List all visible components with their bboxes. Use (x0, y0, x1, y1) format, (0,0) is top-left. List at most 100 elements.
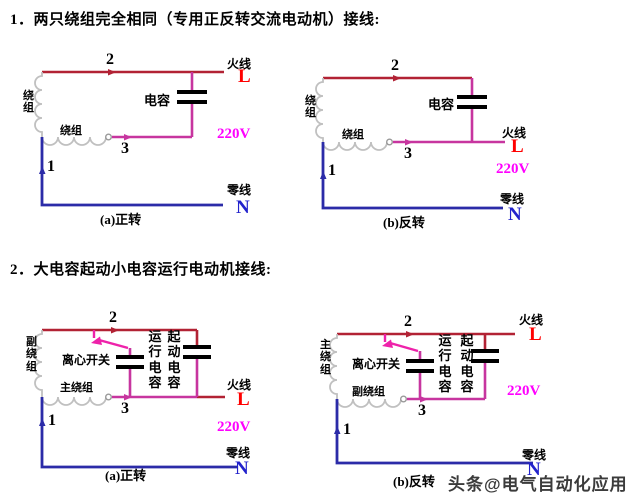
voltage-label: 220V (217, 126, 251, 142)
live-letter: L (529, 324, 542, 345)
run-capacitor-label: 运行电容 (438, 333, 452, 394)
live-wire-label: 火线 (502, 126, 527, 140)
current-arrow (320, 171, 327, 179)
horizontal-winding-coil (322, 141, 388, 151)
horizontal-winding-label: 主绕组 (60, 382, 93, 394)
neutral-letter: N (527, 459, 541, 480)
terminal-circle (400, 395, 408, 403)
capacitor-plate (457, 105, 487, 109)
vertical-winding-coil (329, 334, 338, 399)
current-arrow (111, 327, 119, 334)
live-letter: L (237, 389, 250, 410)
voltage-label: 220V (496, 161, 530, 177)
horizontal-winding-label: 绕组 (342, 129, 364, 141)
start-capacitor-plate (183, 345, 211, 349)
live-letter: L (238, 66, 251, 87)
neutral-wire-label: 零线 (226, 446, 251, 460)
vertical-winding-coil (315, 78, 324, 142)
centrifugal-switch-label: 离心开关 (352, 357, 401, 371)
vertical-winding-label: 绕组 (305, 95, 316, 120)
live-wire-label: 火线 (519, 313, 544, 327)
terminal-1-label: 1 (47, 158, 55, 175)
vertical-winding-label: 主绕组 (320, 339, 331, 376)
neutral-wire-label: 零线 (500, 192, 525, 206)
current-arrow (420, 396, 428, 403)
neutral-wire (335, 399, 533, 465)
diagram-2b-circuit (329, 331, 533, 465)
terminal-circle (104, 393, 112, 401)
run-capacitor-plate (406, 369, 434, 373)
terminal-1-label: 1 (48, 412, 56, 429)
voltage-label: 220V (507, 383, 541, 399)
horizontal-winding-coil (336, 398, 402, 408)
neutral-wire (321, 142, 503, 210)
terminal-3-label: 3 (121, 400, 129, 417)
horizontal-winding-coil (41, 136, 107, 146)
diagram-2a-circuit (34, 327, 237, 469)
start-capacitor-plate (183, 355, 211, 359)
neutral-wire-label: 零线 (522, 448, 547, 462)
horizontal-winding-coil (41, 396, 107, 406)
capacitor-label: 电容 (428, 97, 455, 112)
live-wire-label: 火线 (227, 378, 252, 392)
watermark-text: 头条@电气自动化应用 (448, 475, 628, 494)
switch-arrow (91, 336, 102, 345)
current-arrow (124, 134, 132, 141)
neutral-wire-label: 零线 (227, 183, 252, 197)
horizontal-winding-label: 绕组 (60, 125, 82, 137)
terminal-circle (104, 133, 112, 141)
current-arrow (124, 394, 132, 401)
voltage-label: 220V (217, 419, 251, 435)
diagram-1a-circuit (34, 69, 224, 207)
current-arrow (334, 426, 341, 434)
vertical-winding-coil (34, 330, 43, 397)
neutral-letter: N (508, 204, 522, 225)
terminal-3-label: 3 (404, 145, 412, 162)
vertical-winding-coil (34, 72, 43, 137)
live-wire-label: 火线 (227, 57, 252, 71)
current-arrow (39, 418, 46, 426)
neutral-letter: N (235, 458, 249, 479)
terminal-1-label: 1 (328, 162, 336, 179)
vertical-winding-label: 绕组 (23, 90, 34, 115)
vertical-winding-label: 副绕组 (26, 336, 37, 373)
switch-blade (98, 338, 129, 350)
start-capacitor-plate (471, 359, 499, 363)
current-arrow (406, 331, 414, 338)
terminal-2-label: 2 (106, 51, 114, 68)
diagram-1b-caption: (b)反转 (383, 215, 425, 230)
terminal-circle (386, 138, 394, 146)
neutral-wire (40, 137, 223, 207)
horizontal-winding-label: 副绕组 (352, 386, 385, 398)
switch-blade (389, 341, 419, 353)
diagram-2b-caption: (b)反转 (393, 474, 435, 489)
terminal-3-label: 3 (121, 140, 129, 157)
run-capacitor-plate (406, 359, 434, 363)
centrifugal-switch-label: 离心开关 (62, 353, 111, 367)
current-arrow (405, 139, 413, 146)
current-arrow (39, 166, 46, 174)
run-capacitor-plate (116, 365, 144, 369)
terminal-2-label: 2 (109, 309, 117, 326)
neutral-letter: N (236, 197, 250, 218)
current-arrow (393, 75, 401, 82)
section2-title: 2．大电容起动小电容运行电动机接线: (10, 262, 272, 278)
neutral-wire (40, 397, 237, 469)
diagram-2a-caption: (a)正转 (105, 468, 147, 483)
switch-arrow (382, 339, 393, 348)
run-capacitor-label: 运行电容 (148, 329, 162, 390)
run-capacitor-plate (116, 355, 144, 359)
terminal-2-label: 2 (404, 313, 412, 330)
start-capacitor-label: 起动电容 (167, 329, 181, 390)
section1-title: 1．两只绕组完全相同（专用正反转交流电动机）接线: (10, 12, 380, 28)
capacitor-plate (457, 95, 487, 99)
capacitor-plate (177, 90, 207, 94)
terminal-3-label: 3 (418, 402, 426, 419)
current-arrow (108, 69, 116, 76)
live-letter: L (511, 136, 524, 157)
terminal-1-label: 1 (343, 421, 351, 438)
terminal-2-label: 2 (391, 57, 399, 74)
capacitor-label: 电容 (144, 93, 171, 108)
